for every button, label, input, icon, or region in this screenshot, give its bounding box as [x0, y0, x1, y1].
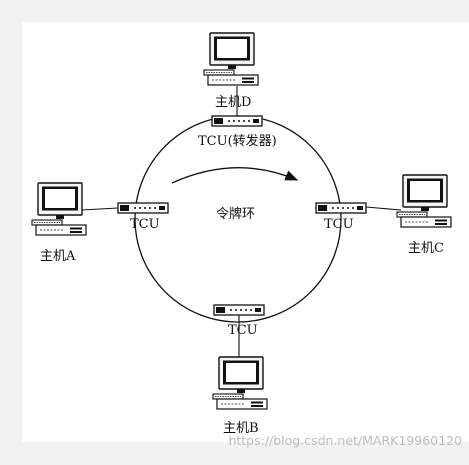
tcu-bottom [213, 304, 265, 316]
watermark-text: https://blog.csdn.net/MARK19960120 [228, 433, 462, 448]
host-b-label: 主机B [223, 421, 259, 436]
tcu-top-label: TCU(转发器) [198, 133, 277, 149]
host-a-label: 主机A [40, 249, 76, 264]
tcu-right [315, 202, 367, 214]
tcu-right-label: TCU [324, 217, 354, 232]
tcu-left-label: TCU [130, 217, 160, 232]
ring-label: 令牌环 [216, 206, 255, 222]
tcu-top [211, 115, 263, 127]
host-c-link [365, 206, 402, 211]
tcu-left [117, 202, 169, 214]
ring-direction-arrow [171, 167, 299, 184]
host-b [212, 356, 268, 410]
host-a-link [81, 207, 119, 211]
host-c [396, 174, 452, 228]
host-d [203, 32, 259, 86]
tcu-bottom-label: TCU [228, 323, 258, 338]
host-d-label: 主机D [215, 95, 251, 110]
host-c-label: 主机C [408, 241, 444, 256]
host-a [31, 182, 87, 236]
